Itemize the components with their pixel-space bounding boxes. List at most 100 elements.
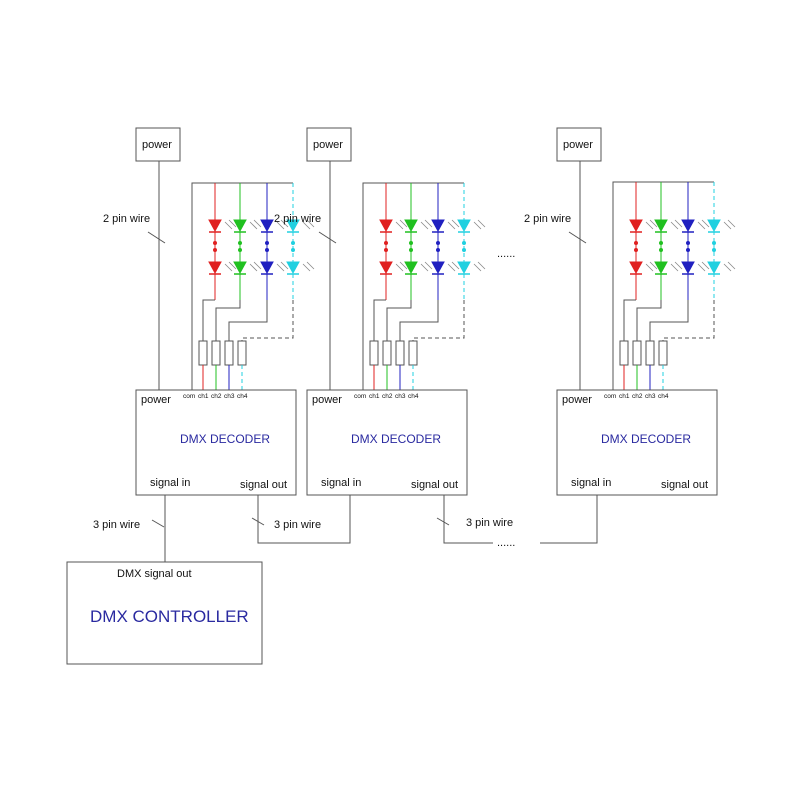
emission-arrow-icon [424,261,433,270]
led-dot [712,241,716,245]
led-icon [629,219,643,233]
power-supply-box [306,127,352,162]
led-icon [286,219,300,233]
ch1-terminal-label: ch1 [369,393,380,400]
channel-1-wire [373,299,386,341]
two-pin-wire-label: 2 pin wire [103,213,150,225]
ch3-terminal-label: ch3 [224,393,235,400]
led-icon [654,261,668,275]
emission-arrow-icon [727,261,736,270]
emission-arrow-icon [249,263,258,272]
led-dot [634,241,638,245]
led-icon [233,219,247,233]
emission-arrow-icon [253,261,262,270]
emission-arrow-icon [674,261,683,270]
emission-arrow-icon [395,221,404,230]
emission-arrow-icon [280,261,289,270]
channel-4-wire [662,300,715,341]
emission-arrow-icon [253,219,262,228]
common-wire [362,182,464,390]
channel-1-wire [202,299,215,341]
emission-arrow-icon [224,221,233,230]
emission-arrow-icon [302,263,311,272]
dmx-decoder-box [306,389,468,496]
signal-wire-decoder-1-to-decoder-2 [257,495,351,544]
led-icon [707,261,721,275]
led-dot [436,241,440,245]
emission-arrow-icon [477,261,486,270]
channel-4-resistor [408,340,418,366]
com-terminal-label: com [183,393,195,400]
emission-arrow-icon [395,263,404,272]
three-pin-wire-label-3: 3 pin wire [466,517,513,529]
power-supply-label: power [563,139,593,151]
signal-out-label: signal out [240,479,287,491]
emission-arrow-icon [451,219,460,228]
ch2-terminal-label: ch2 [211,393,222,400]
power-supply-box [556,127,602,162]
led-dot [436,248,440,252]
emission-arrow-icon [701,261,710,270]
led-dot [213,248,217,252]
continuation-dots-top: ...... [497,248,515,260]
channel-3-resistor [645,340,655,366]
led-icon [233,261,247,275]
emission-arrow-icon [276,221,285,230]
emission-arrow-icon [451,261,460,270]
led-dot [409,248,413,252]
wire-tick [568,231,587,244]
ch4-terminal-label: ch4 [408,393,419,400]
emission-arrow-icon [645,263,654,272]
emission-arrow-icon [420,221,429,230]
emission-arrow-icon [424,219,433,228]
signal-out-label: signal out [411,479,458,491]
channel-4-resistor [237,340,247,366]
led-icon [404,219,418,233]
dmx-decoder-box [556,389,718,496]
dmx-decoder-box [135,389,297,496]
led-dot [384,248,388,252]
led-dot [462,248,466,252]
ch3-terminal-label: ch3 [645,393,656,400]
emission-arrow-icon [399,261,408,270]
signal-wire-dots-to-decoder-3 [540,495,598,544]
led-icon [379,219,393,233]
led-dot [238,248,242,252]
channel-2-resistor [382,340,392,366]
led-icon [431,219,445,233]
emission-arrow-icon [670,221,679,230]
led-icon [404,261,418,275]
emission-arrow-icon [447,221,456,230]
emission-arrow-icon [473,263,482,272]
led-dot [634,248,638,252]
led-dot [291,248,295,252]
decoder-power-label: power [312,394,342,406]
emission-arrow-icon [276,263,285,272]
led-icon [379,261,393,275]
channel-1-resistor [369,340,379,366]
common-wire [612,181,714,390]
channel-2-wire [215,300,241,341]
channel-3-wire [399,300,439,341]
three-pin-wire-label-1: 3 pin wire [93,519,140,531]
led-dot [686,241,690,245]
led-icon [681,219,695,233]
com-terminal-label: com [604,393,616,400]
led-icon [286,261,300,275]
emission-arrow-icon [306,219,315,228]
led-dot [712,248,716,252]
emission-arrow-icon [224,263,233,272]
channel-2-resistor [211,340,221,366]
signal-wire-decoder-2-to-dots [443,495,493,544]
emission-arrow-icon [645,221,654,230]
ch4-terminal-label: ch4 [237,393,248,400]
emission-arrow-icon [228,219,237,228]
channel-4-wire [241,300,294,341]
emission-arrow-icon [697,263,706,272]
emission-arrow-icon [420,263,429,272]
channel-3-wire [228,300,268,341]
three-pin-wire-label-2: 3 pin wire [274,519,321,531]
led-dot [384,241,388,245]
channel-2-wire [636,300,662,341]
